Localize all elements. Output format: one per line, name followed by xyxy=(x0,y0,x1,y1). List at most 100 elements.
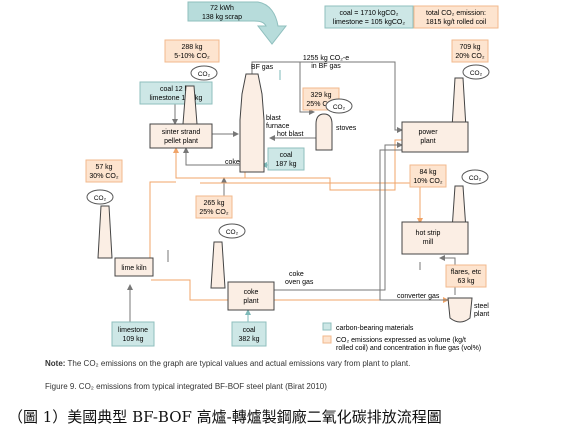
svg-text:187 kg: 187 kg xyxy=(275,161,296,168)
scrap-energy-banner: 72 kWh 138 kg scrap xyxy=(187,1,288,45)
svg-text:20% CO₂: 20% CO₂ xyxy=(455,53,484,60)
coke-plant-unit: coke plant xyxy=(227,281,275,311)
svg-text:5-10% CO₂: 5-10% CO₂ xyxy=(174,53,210,60)
svg-text:63 kg: 63 kg xyxy=(457,278,474,285)
bf-coal-input-box: coal 187 kg xyxy=(267,147,305,171)
sinter-plant-unit: sinter strand pellet plant xyxy=(149,123,213,149)
svg-text:265 kg: 265 kg xyxy=(203,200,224,207)
steel-plant-label: steel plant xyxy=(474,303,489,318)
svg-text:blast: blast xyxy=(266,115,281,122)
lime-kiln-input-box: limestone 109 kg xyxy=(111,321,155,347)
legend-co2-label-1: CO₂ emissions expressed as volume (kg/t xyxy=(336,337,466,344)
svg-text:CO₂: CO₂ xyxy=(469,175,482,182)
svg-text:coal: coal xyxy=(280,152,293,159)
svg-text:hot strip: hot strip xyxy=(416,230,441,237)
lime-co2-cloud: CO₂ xyxy=(86,189,114,205)
converter-gas-label: converter gas xyxy=(397,293,440,300)
stoves-co2-cloud: CO₂ xyxy=(325,98,353,114)
bf-gas-label: BF gas xyxy=(251,64,274,71)
svg-text:709 kg: 709 kg xyxy=(459,44,480,51)
sinter-emission-label: 288 kg 5-10% CO₂ xyxy=(164,39,220,63)
banner-scrap: 138 kg scrap xyxy=(202,14,242,21)
svg-text:109 kg: 109 kg xyxy=(122,336,143,343)
power-plant-unit: power plant xyxy=(401,121,469,153)
power-emission-label: 709 kg 20% CO₂ xyxy=(451,39,489,63)
svg-text:329 kg: 329 kg xyxy=(310,92,331,99)
svg-text:total CO₂ emission:: total CO₂ emission: xyxy=(426,10,486,17)
svg-text:plant: plant xyxy=(243,298,258,305)
coke-oven-gas-label: coke oven gas xyxy=(285,271,314,286)
svg-text:10% CO₂: 10% CO₂ xyxy=(413,178,442,185)
svg-text:1815 kg/t rolled coil: 1815 kg/t rolled coil xyxy=(426,19,487,26)
totals-inputs-box: coal = 1710 kgCO₂ limestone = 105 kgCO₂ xyxy=(324,5,414,29)
power-stack xyxy=(451,77,467,129)
legend-carbon-label: carbon-bearing materials xyxy=(336,325,414,332)
svg-text:oven gas: oven gas xyxy=(285,279,314,286)
hot-blast-label: hot blast xyxy=(277,131,304,138)
chinese-caption: （圖 1）美國典型 BF-BOF 高爐-轉爐製鋼廠二氧化碳排放流程圖 xyxy=(8,408,442,426)
svg-text:plant: plant xyxy=(474,311,489,318)
note-line: Note: The CO₂ emissions on the graph are… xyxy=(45,359,410,368)
svg-text:lime kiln: lime kiln xyxy=(121,265,146,272)
power-co2-cloud: CO₂ xyxy=(462,64,490,80)
svg-text:limestone: limestone xyxy=(118,327,148,334)
coke-plant-input-box: coal 382 kg xyxy=(231,321,267,347)
svg-text:flares, etc: flares, etc xyxy=(451,269,482,276)
svg-text:CO₂: CO₂ xyxy=(198,71,211,78)
svg-text:plant: plant xyxy=(420,138,435,145)
steel-plant-unit xyxy=(447,297,473,323)
svg-text:coal: coal xyxy=(243,327,256,334)
svg-text:CO₂: CO₂ xyxy=(333,104,346,111)
svg-text:in BF gas: in BF gas xyxy=(311,63,341,70)
svg-text:57 kg: 57 kg xyxy=(95,164,112,171)
lime-emission-label: 57 kg 30% CO₂ xyxy=(85,159,123,183)
note-text: The CO₂ emissions on the graph are typic… xyxy=(67,359,411,368)
svg-text:288 kg: 288 kg xyxy=(181,44,202,51)
svg-text:steel: steel xyxy=(474,303,489,310)
svg-text:1255 kg CO₂-e: 1255 kg CO₂-e xyxy=(303,55,349,62)
coke-label: coke xyxy=(225,159,240,166)
hotstrip-co2-cloud: CO₂ xyxy=(461,169,489,185)
svg-text:84 kg: 84 kg xyxy=(419,169,436,176)
legend-co2-label-2: rolled coil) and concentration in flue g… xyxy=(336,345,481,352)
svg-text:382 kg: 382 kg xyxy=(238,336,259,343)
blast-furnace-unit xyxy=(239,73,265,173)
stoves-unit xyxy=(315,113,333,151)
coke-emission-label: 265 kg 25% CO₂ xyxy=(195,195,233,219)
blast-furnace-label: blast furnace xyxy=(266,115,289,130)
bf-gas-amount-label: 1255 kg CO₂-e in BF gas xyxy=(303,55,349,70)
svg-text:sinter strand: sinter strand xyxy=(162,129,201,136)
legend-peach-swatch xyxy=(322,335,332,344)
svg-text:coke: coke xyxy=(289,271,304,278)
svg-text:coal 12 kg: coal 12 kg xyxy=(160,86,192,93)
svg-text:CO₂: CO₂ xyxy=(226,229,239,236)
hotstrip-emission-label: 84 kg 10% CO₂ xyxy=(409,164,447,188)
legend: carbon-bearing materials CO₂ emissions e… xyxy=(322,322,481,352)
sinter-stack xyxy=(182,85,198,125)
svg-text:25% CO₂: 25% CO₂ xyxy=(306,101,335,108)
svg-text:CO₂: CO₂ xyxy=(94,195,107,202)
lime-stack xyxy=(97,205,113,259)
svg-text:limestone 133 kg: limestone 133 kg xyxy=(150,95,203,102)
svg-text:pellet plant: pellet plant xyxy=(164,138,198,145)
svg-text:limestone = 105 kgCO₂: limestone = 105 kgCO₂ xyxy=(333,19,405,26)
sinter-co2-cloud: CO₂ xyxy=(190,65,218,81)
totals-output-box: total CO₂ emission: 1815 kg/t rolled coi… xyxy=(413,5,499,29)
steel-emission-label: flares, etc 63 kg xyxy=(445,264,487,288)
coke-stack xyxy=(210,241,226,289)
hot-strip-mill-unit: hot strip mill xyxy=(401,221,469,255)
svg-text:30% CO₂: 30% CO₂ xyxy=(89,173,118,180)
stoves-label: stoves xyxy=(336,125,357,132)
legend-teal-swatch xyxy=(322,322,332,331)
lime-kiln-unit: lime kiln xyxy=(114,257,154,277)
svg-text:power: power xyxy=(418,129,438,136)
svg-text:25% CO₂: 25% CO₂ xyxy=(199,209,228,216)
svg-text:coke: coke xyxy=(244,289,259,296)
banner-kwh: 72 kWh xyxy=(210,5,234,12)
note-bold: Note: xyxy=(45,359,66,368)
svg-text:furnace: furnace xyxy=(266,123,289,130)
svg-text:mill: mill xyxy=(423,239,434,246)
coke-co2-cloud: CO₂ xyxy=(218,223,246,239)
